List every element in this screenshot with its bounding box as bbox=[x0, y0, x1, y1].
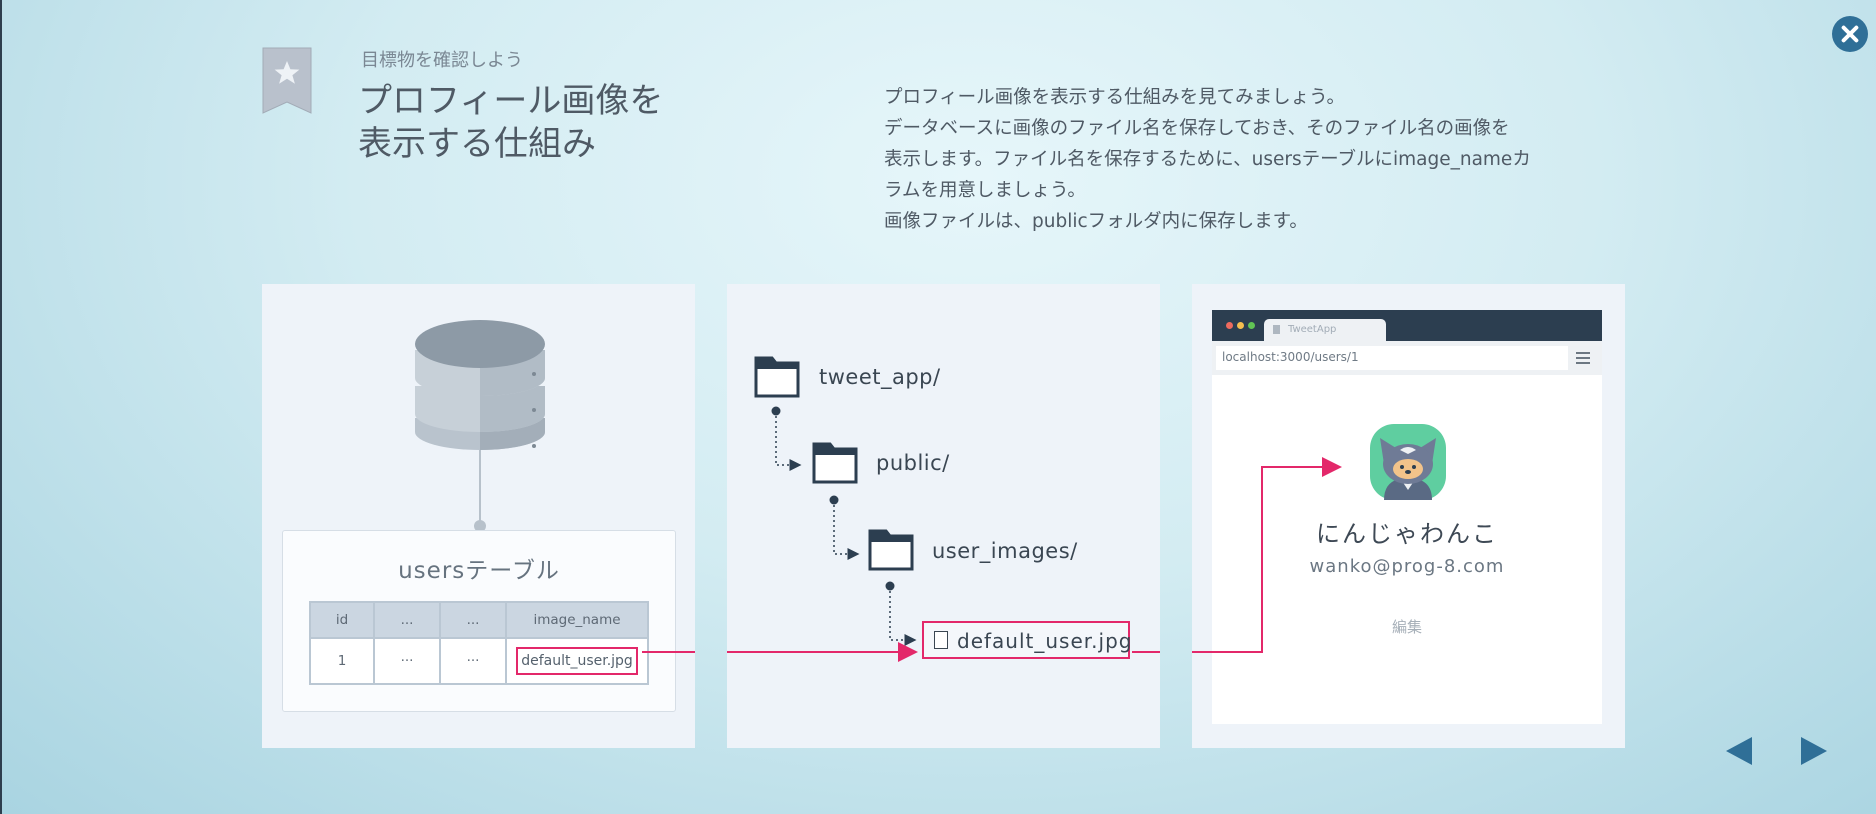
folder-label-public: public/ bbox=[876, 451, 950, 475]
profile-name: にんじゃわんこ bbox=[1316, 520, 1498, 548]
browser-titlebar: TweetApp bbox=[1212, 310, 1602, 341]
bookmark-star-icon bbox=[262, 47, 312, 114]
column-header: ... bbox=[439, 601, 507, 639]
page-icon bbox=[1273, 325, 1280, 334]
close-icon[interactable] bbox=[1832, 16, 1868, 52]
table-cell-image-name: default_user.jpg bbox=[505, 637, 649, 685]
menu-icon bbox=[1576, 352, 1590, 364]
prev-arrow-icon[interactable] bbox=[1726, 737, 1752, 765]
url-bar: localhost:3000/users/1 bbox=[1216, 346, 1568, 370]
description-line: 画像ファイルは、publicフォルダ内に保存します。 bbox=[884, 211, 1308, 232]
window-minimize-dot bbox=[1237, 322, 1244, 329]
database-icon bbox=[415, 320, 545, 532]
folder-label-root: tweet_app/ bbox=[819, 365, 941, 389]
folder-icon bbox=[812, 442, 858, 484]
table-row: 1 ··· ··· default_user.jpg bbox=[309, 637, 649, 685]
tab-title: TweetApp bbox=[1288, 324, 1337, 335]
page-title-line-1: プロフィール画像を bbox=[358, 81, 664, 121]
table-cell: 1 bbox=[309, 637, 375, 685]
users-table: id ... ... image_name 1 ··· ··· default_… bbox=[309, 601, 649, 685]
file-highlight: default_user.jpg bbox=[922, 621, 1133, 659]
users-table-title: usersテーブル bbox=[398, 558, 560, 584]
description-line: ラムを用意しましょう。 bbox=[884, 180, 1086, 201]
window-edge bbox=[0, 0, 2, 814]
column-header: id bbox=[309, 601, 375, 639]
database-panel: usersテーブル id ... ... image_name 1 ··· ··… bbox=[262, 284, 695, 748]
folder-icon bbox=[868, 529, 914, 571]
page-title-line-2: 表示する仕組み bbox=[358, 124, 596, 164]
description-line: データベースに画像のファイル名を保存しておき、そのファイル名の画像を bbox=[884, 118, 1510, 139]
page-title: プロフィール画像を 表示する仕組み bbox=[358, 80, 778, 166]
highlighted-filename: default_user.jpg bbox=[516, 647, 638, 675]
folder-icon bbox=[754, 356, 800, 398]
profile-email: wanko@prog-8.com bbox=[1309, 556, 1505, 577]
browser-toolbar: localhost:3000/users/1 bbox=[1212, 341, 1602, 375]
description-line: 表示します。ファイル名を保存するために、usersテーブルにimage_name… bbox=[884, 149, 1531, 170]
table-cell: ··· bbox=[373, 637, 441, 685]
browser-panel: TweetApp localhost:3000/users/1 にんじゃわんこ … bbox=[1192, 284, 1625, 748]
file-icon bbox=[934, 631, 948, 649]
browser-tab: TweetApp bbox=[1264, 319, 1386, 341]
avatar bbox=[1370, 424, 1446, 500]
next-arrow-icon[interactable] bbox=[1801, 737, 1827, 765]
table-cell: ··· bbox=[439, 637, 507, 685]
edit-link[interactable]: 編集 bbox=[1391, 618, 1422, 636]
folder-panel bbox=[727, 284, 1160, 748]
folder-tree-connectors bbox=[771, 406, 917, 646]
window-maximize-dot bbox=[1248, 322, 1255, 329]
column-header: ... bbox=[373, 601, 441, 639]
file-label: default_user.jpg bbox=[957, 629, 1133, 653]
section-eyebrow: 目標物を確認しよう bbox=[361, 50, 523, 71]
folder-label-user-images: user_images/ bbox=[932, 539, 1078, 563]
column-header: image_name bbox=[505, 601, 649, 639]
description-line: プロフィール画像を表示する仕組みを見てみましょう。 bbox=[884, 87, 1346, 108]
description: プロフィール画像を表示する仕組みを見てみましょう。 データベースに画像のファイル… bbox=[884, 82, 1604, 237]
table-header-row: id ... ... image_name bbox=[309, 601, 649, 639]
users-table-card: usersテーブル id ... ... image_name 1 ··· ··… bbox=[282, 530, 676, 712]
window-close-dot bbox=[1226, 322, 1233, 329]
browser-window: TweetApp localhost:3000/users/1 にんじゃわんこ … bbox=[1212, 310, 1602, 724]
